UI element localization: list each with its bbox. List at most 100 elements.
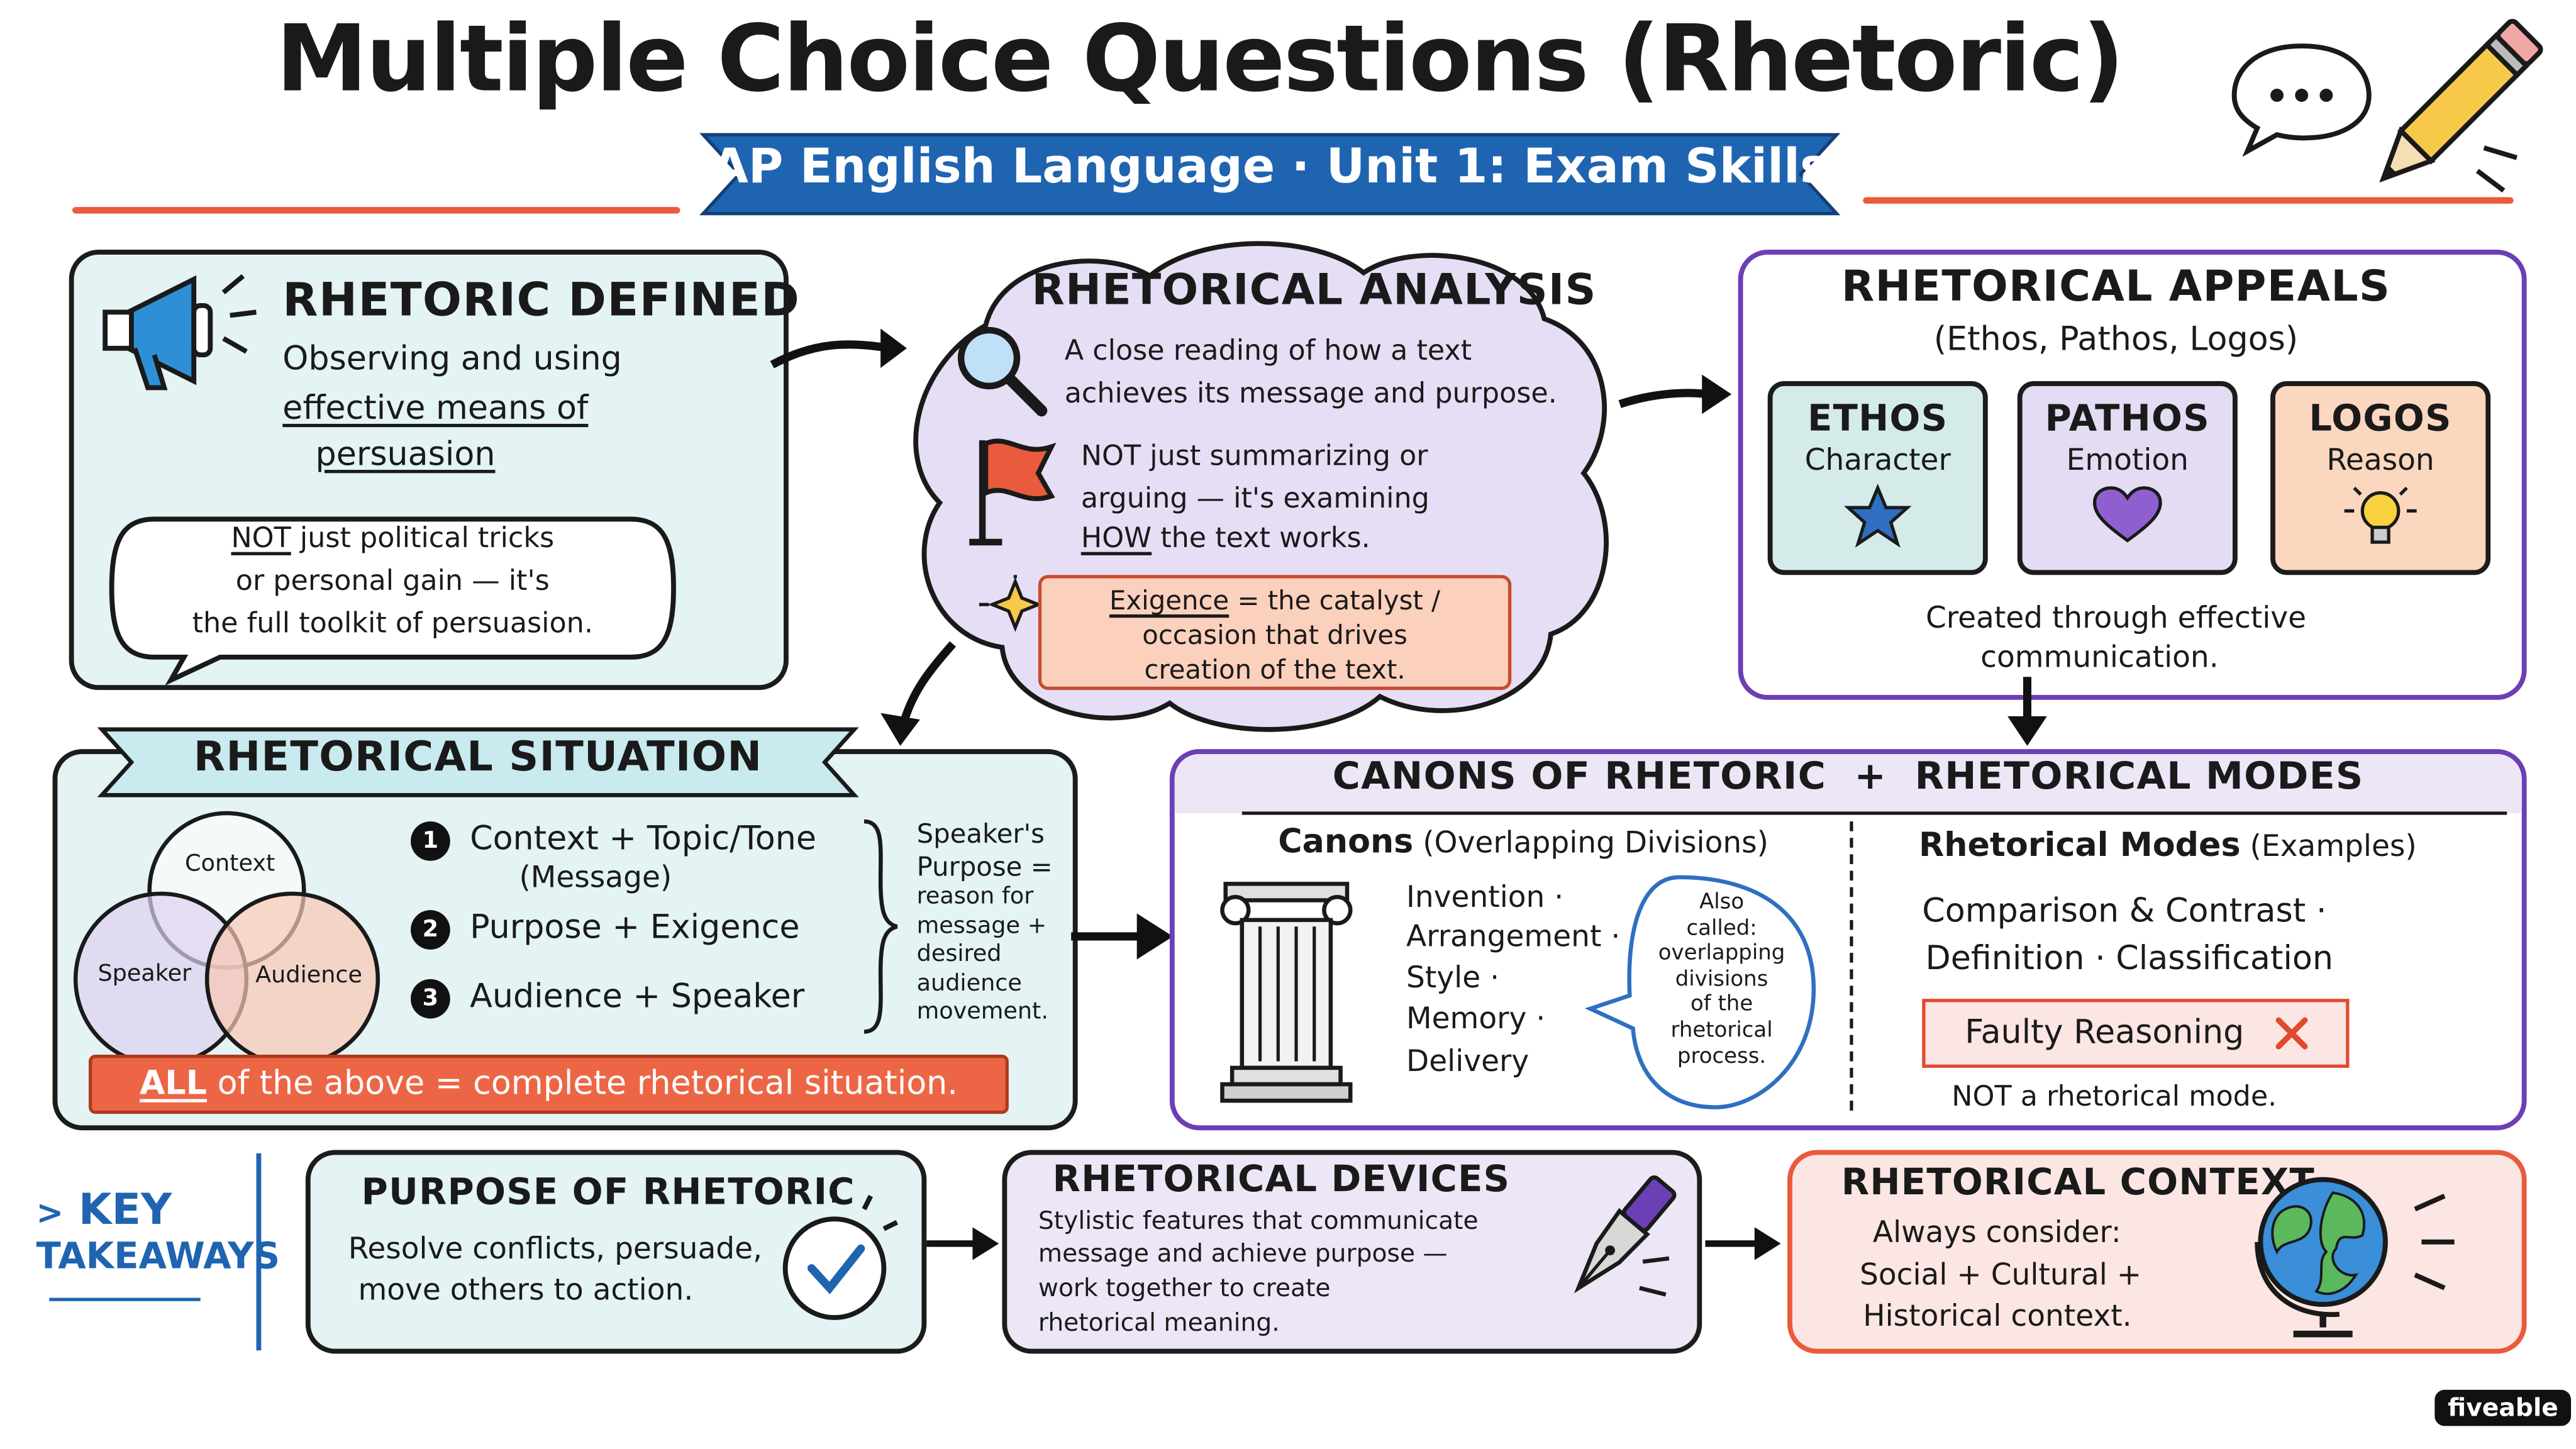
ethos-name: ETHOS [1807, 399, 1948, 441]
note-line-3: overlapping [1658, 941, 1785, 967]
analysis-p1-line-2: achieves its message and purpose. [1064, 377, 1557, 411]
rhetoric-defined-line-1: Observing and using [282, 338, 622, 378]
venn-speaker-label: Speaker [97, 961, 192, 987]
situation-item-1-text: Context + Topic/Tone [470, 818, 817, 858]
devices-card [1002, 1150, 1702, 1354]
canons-sub: (Overlapping Divisions) [1413, 826, 1769, 861]
logos-name: LOGOS [2309, 399, 2452, 441]
situation-footer-bar [89, 1055, 1009, 1114]
canons-label: Canons [1278, 821, 1414, 861]
cross-icon [2275, 1017, 2308, 1050]
context-heading: RHETORICAL CONTEXT [1841, 1163, 2316, 1204]
key-takeaways-line-2: TAKEAWAYS [36, 1237, 280, 1279]
checkmark-icon [782, 1189, 899, 1320]
purpose-line-2: move others to action. [358, 1273, 694, 1308]
globe-icon [2255, 1177, 2455, 1338]
bubble-line-1: NOT just political tricks [105, 523, 680, 555]
venn-diagram [73, 811, 380, 1067]
arrow-purpose-to-devices [926, 1227, 999, 1260]
situation-item-1: 1 Context + Topic/Tone [411, 818, 816, 860]
context-line-1: Always consider: [1872, 1216, 2121, 1250]
canon-arrangement: Arrangement · [1406, 919, 1621, 955]
canons-modes-heading: CANONS OF RHETORIC + RHETORICAL MODES [1332, 755, 2364, 799]
canons-label-line: Canons (Overlapping Divisions) [1278, 821, 1768, 861]
exigence-line-3: creation of the text. [1144, 653, 1406, 686]
header-divider-left [72, 207, 680, 214]
exigence-line-2: occasion that drives [1142, 619, 1407, 651]
lightbulb-icon [2344, 486, 2417, 544]
fountain-pen-icon [1574, 1175, 1677, 1297]
modes-sub: (Examples) [2240, 830, 2417, 865]
situation-item-2-text: Purpose + Exigence [470, 906, 800, 947]
arrow-analysis-to-appeals [1618, 374, 1732, 414]
star-icon [1843, 484, 1912, 548]
flag-icon [969, 438, 1057, 546]
devices-heading: RHETORICAL DEVICES [1052, 1160, 1511, 1201]
rhetorical-appeals-heading: RHETORICAL APPEALS [1841, 262, 2391, 313]
note-line-2: called: [1686, 916, 1757, 941]
ethos-card: ETHOS Character [1767, 381, 1988, 575]
analysis-p2-line-3-rest: the text works. [1152, 522, 1370, 555]
context-line-3: Historical context. [1863, 1299, 2132, 1335]
heart-icon [2092, 486, 2162, 543]
pencil-icon [2379, 18, 2543, 193]
situation-item-3-text: Audience + Speaker [470, 975, 805, 1016]
number-1-badge: 1 [411, 820, 450, 860]
canon-invention: Invention · [1406, 880, 1564, 915]
analysis-p1-line-1: A close reading of how a text [1064, 335, 1472, 369]
rhetoric-defined-line-2: effective means of [282, 387, 589, 428]
bubble-line-2: or personal gain — it's [235, 565, 550, 598]
rhetorical-situation-heading: RHETORICAL SITUATION [193, 733, 763, 780]
purpose-note-line-1: Speaker's [916, 818, 1045, 850]
note-line-6: rhetorical [1670, 1018, 1773, 1043]
modes-line-1: Comparison & Contrast · [1922, 890, 2327, 930]
bubble-not-text: NOT [231, 522, 291, 555]
magnifying-glass-icon [957, 326, 1048, 417]
canon-memory: Memory · [1406, 1002, 1546, 1037]
key-takeaways-word-key: KEY [78, 1186, 172, 1236]
venn-context-label: Context [185, 851, 275, 877]
canons-header-band [1174, 753, 2522, 814]
header-divider-right [1863, 197, 2514, 204]
canon-style: Style · [1406, 961, 1500, 996]
note-line-1: Also [1699, 890, 1745, 915]
context-line-2: Social + Cultural + [1860, 1258, 2142, 1293]
rhetorical-analysis-heading: RHETORICAL ANALYSIS [1031, 266, 1597, 316]
venn-audience-label: Audience [255, 962, 363, 989]
devices-line-1: Stylistic features that communicate [1038, 1206, 1479, 1236]
pathos-desc: Emotion [2066, 443, 2189, 479]
speaker-purpose-note: Speaker's Purpose = reason for message +… [917, 818, 1068, 1028]
purpose-note-line-4: message + [916, 913, 1047, 939]
megaphone-icon [103, 274, 257, 391]
note-line-5: of the [1690, 992, 1753, 1018]
purpose-note-line-6: audience [916, 970, 1022, 997]
number-3-badge: 3 [411, 978, 450, 1018]
note-line-4: divisions [1675, 967, 1768, 992]
analysis-p2-line-3: HOW the text works. [1081, 523, 1370, 555]
modes-line-2: Definition · Classification [1925, 938, 2334, 978]
canons-modes-divider [1850, 821, 1853, 1111]
arrow-devices-to-context [1705, 1227, 1781, 1260]
appeals-footer-line-1: Created through effective [1925, 601, 2307, 636]
devices-line-4: rhetorical meaning. [1038, 1307, 1280, 1338]
all-text: ALL [139, 1063, 208, 1102]
page-subtitle: AP English Language · Unit 1: Exam Skill… [711, 138, 1829, 194]
situation-item-1-sub: (Message) [519, 860, 672, 896]
analysis-p2-line-2: arguing — it's examining [1080, 482, 1430, 516]
page-title: Multiple Choice Questions (Rhetoric) [275, 6, 2124, 114]
purpose-note-line-2: Purpose = [916, 851, 1053, 882]
analysis-p2-line-1: NOT just summarizing or [1080, 440, 1428, 474]
devices-line-2: message and achieve purpose — [1038, 1238, 1448, 1269]
situation-banner [97, 727, 859, 797]
exigence-term: Exigence [1109, 584, 1230, 616]
purpose-note-line-7: movement. [916, 999, 1049, 1026]
how-text: HOW [1080, 522, 1152, 555]
purpose-note-line-3: reason for [916, 884, 1034, 911]
brace-icon [863, 819, 898, 1034]
key-takeaways-line-1: > KEY [36, 1186, 172, 1236]
faulty-reasoning-box [1922, 999, 2350, 1068]
arrow-defined-to-analysis [770, 328, 907, 369]
fiveable-logo: fiveable [2434, 1389, 2572, 1426]
pathos-name: PATHOS [2045, 399, 2210, 441]
situation-footer-rest: of the above = complete rhetorical situa… [207, 1063, 958, 1102]
